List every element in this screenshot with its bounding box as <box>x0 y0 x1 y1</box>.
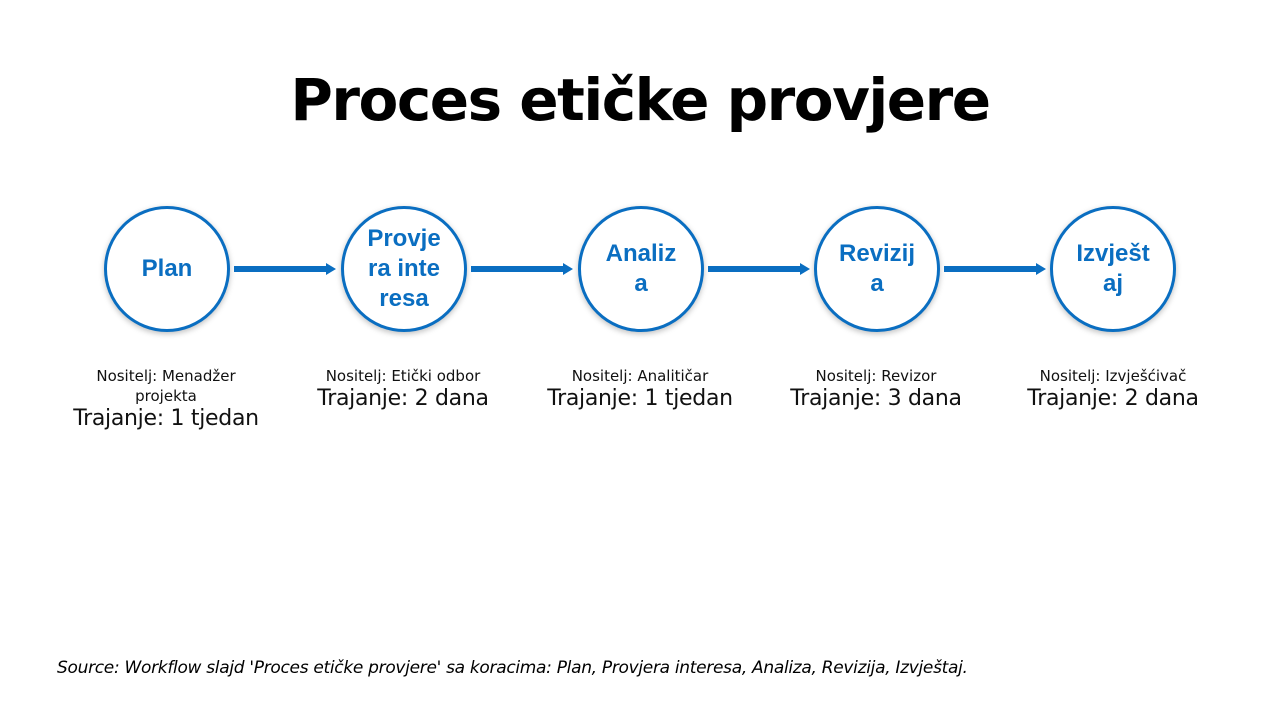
arrow-head-icon <box>1036 263 1046 275</box>
step-duration: Trajanje: 1 tjedan <box>73 406 259 431</box>
step-izvjestaj-info: Nositelj: Izvješćivač Trajanje: 2 dana <box>1008 366 1218 412</box>
step-owner: Nositelj: Izvješćivač <box>1039 367 1187 385</box>
arrow-head-icon <box>326 263 336 275</box>
step-analiza-label: Analiza <box>605 240 677 297</box>
step-analiza-node: Analiza <box>578 206 704 332</box>
step-plan-node: Plan <box>104 206 230 332</box>
step-duration: Trajanje: 2 dana <box>317 386 489 411</box>
step-owner: Nositelj: Revizor <box>815 367 937 385</box>
step-duration: Trajanje: 2 dana <box>1027 386 1199 411</box>
step-izvjestaj-node: Izvještaj <box>1050 206 1176 332</box>
source-caption: Source: Workflow slajd 'Proces etičke pr… <box>57 658 968 678</box>
arrow-plan-to-provjera <box>234 263 336 275</box>
step-duration: Trajanje: 1 tjedan <box>547 386 733 411</box>
step-owner: Nositelj: Etički odbor <box>325 367 481 385</box>
step-provjera-interesa-node: Provjera interesa <box>341 206 467 332</box>
step-analiza-info: Nositelj: Analitičar Trajanje: 1 tjedan <box>535 366 745 412</box>
step-duration: Trajanje: 3 dana <box>790 386 962 411</box>
step-izvjestaj-label: Izvještaj <box>1076 240 1150 297</box>
arrow-analiza-to-revizija <box>708 263 810 275</box>
step-plan-info: Nositelj: Menadžer projekta Trajanje: 1 … <box>61 366 271 432</box>
slide-title: Proces etičke provjere <box>290 66 991 134</box>
step-provjera-interesa-info: Nositelj: Etički odbor Trajanje: 2 dana <box>298 366 508 412</box>
arrow-provjera-to-analiza <box>471 263 573 275</box>
arrow-head-icon <box>800 263 810 275</box>
step-revizija-label: Revizija <box>838 240 916 297</box>
step-provjera-interesa-label: Provjera interesa <box>367 225 441 312</box>
step-owner: Nositelj: Menadžer projekta <box>96 367 236 405</box>
step-owner: Nositelj: Analitičar <box>571 367 709 385</box>
step-revizija-info: Nositelj: Revizor Trajanje: 3 dana <box>771 366 981 412</box>
arrow-head-icon <box>563 263 573 275</box>
step-plan-label: Plan <box>141 255 193 282</box>
arrow-revizija-to-izvjestaj <box>944 263 1046 275</box>
step-revizija-node: Revizija <box>814 206 940 332</box>
